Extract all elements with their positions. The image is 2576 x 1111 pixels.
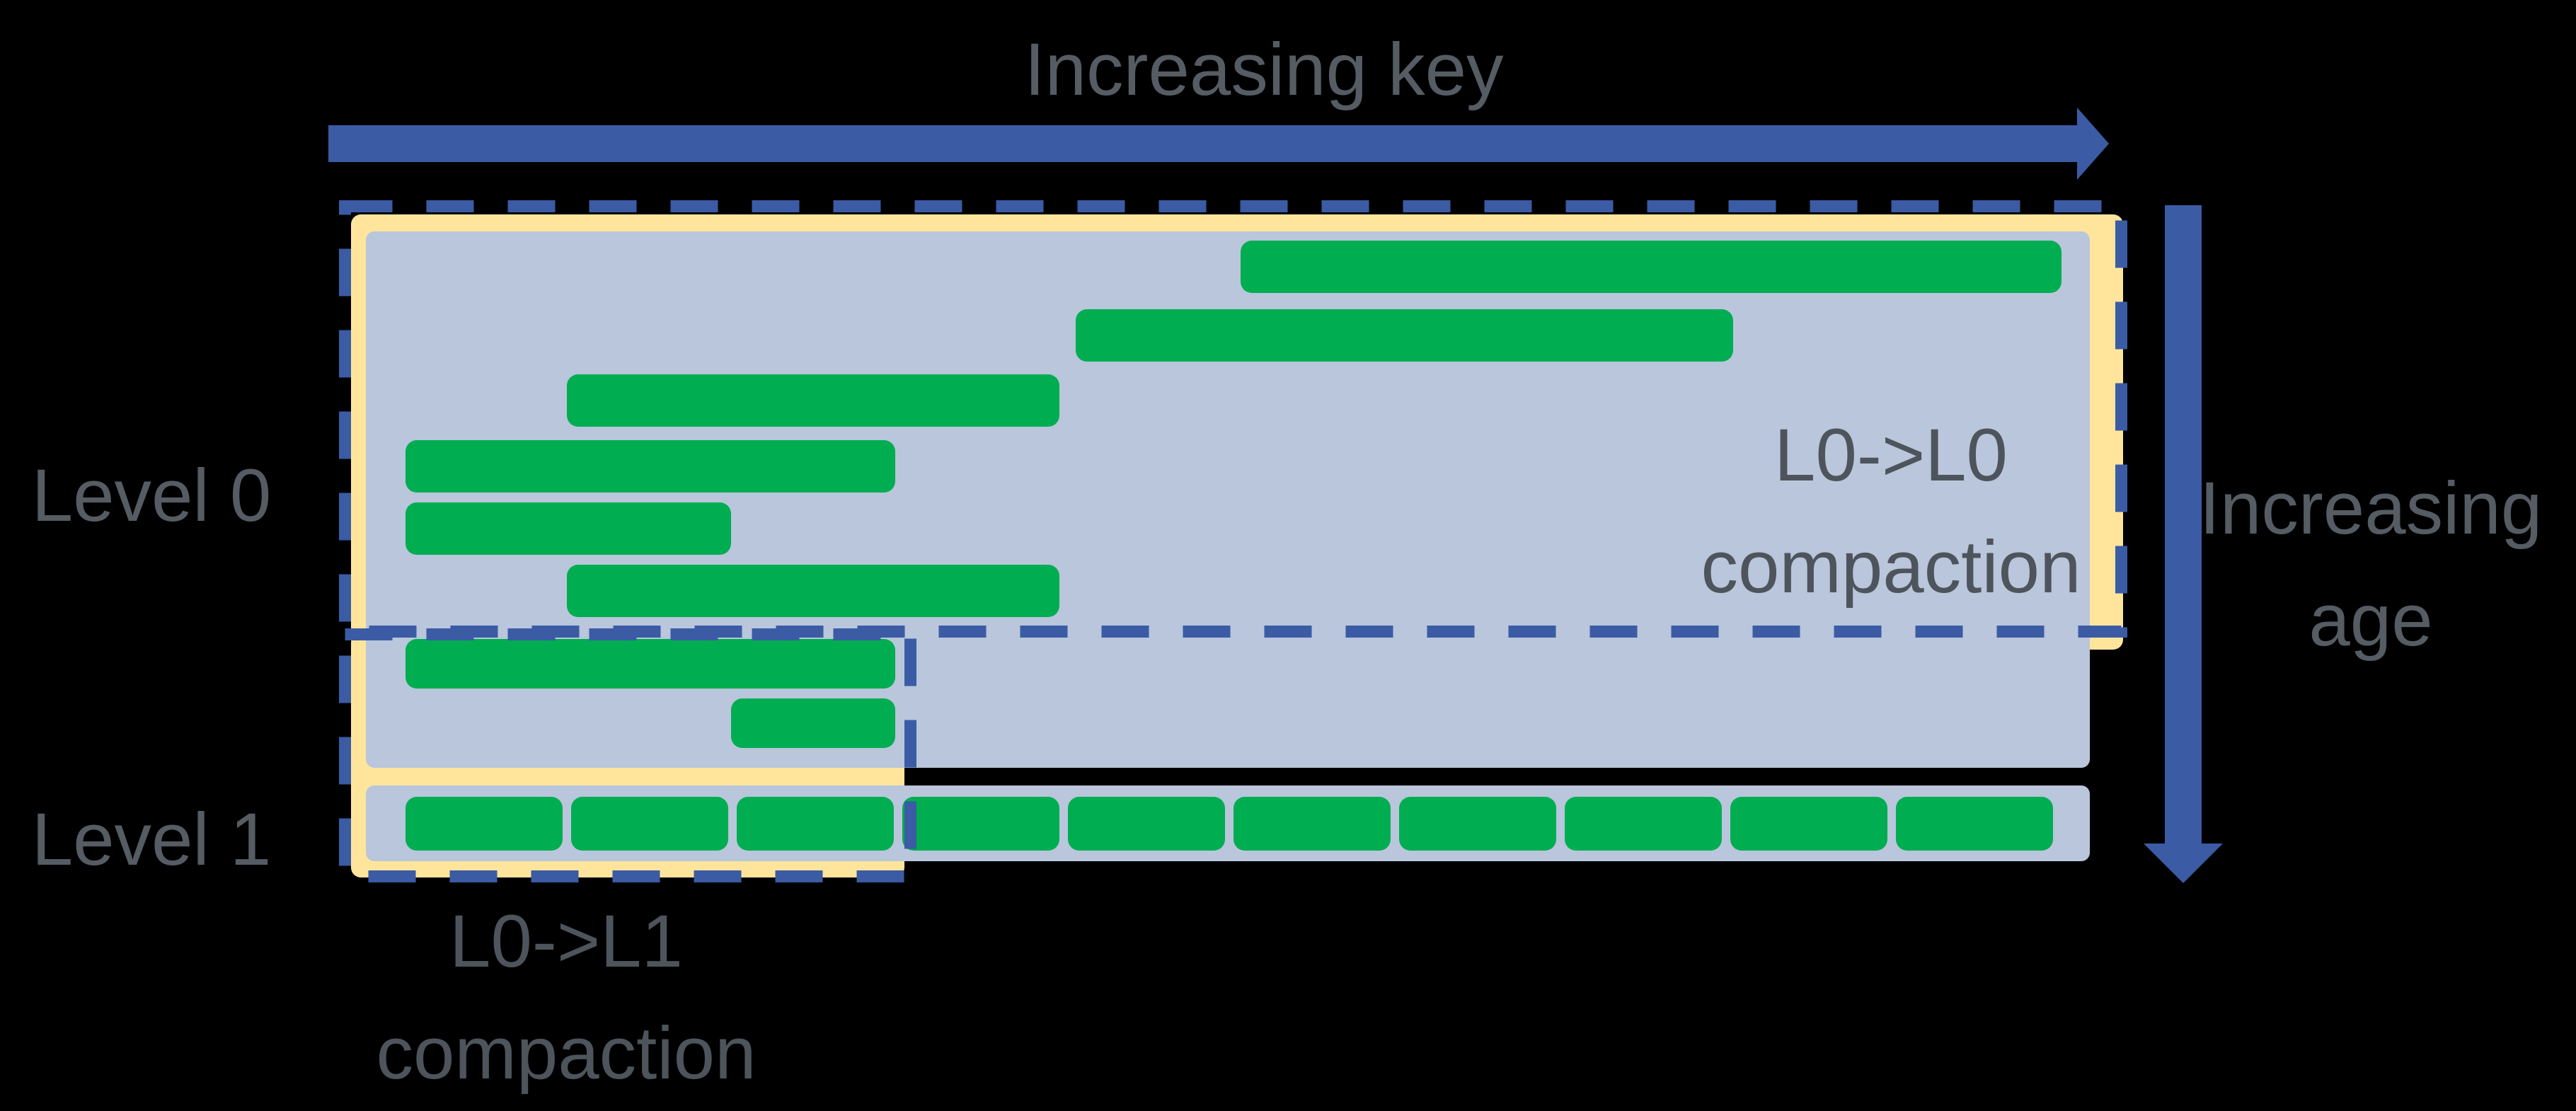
increasing-age-line1: Increasing — [2199, 467, 2543, 550]
level0-sstable-bar — [406, 502, 731, 555]
increasing-age-label: Increasing age — [2200, 453, 2542, 677]
l0-to-l1-annotation-line2: compaction — [376, 1012, 757, 1095]
l0-to-l0-annotation-line2: compaction — [1701, 526, 2081, 609]
level1-sstable-segment — [902, 797, 1059, 851]
level1-sstable-segment — [1896, 797, 2053, 851]
increasing-age-line2: age — [2308, 579, 2433, 662]
level0-sstable-bar — [567, 374, 1059, 427]
level1-sstable-segment — [1068, 797, 1225, 851]
level0-sstable-bar — [1241, 241, 2062, 293]
level0-sstable-bar — [1076, 309, 1733, 362]
increasing-key-label: Increasing key — [1024, 28, 1504, 111]
l0-to-l1-compaction-annotation: L0->L1 compaction — [376, 886, 757, 1110]
level0-sstable-bar — [567, 565, 1059, 617]
level1-sstable-segment — [571, 797, 728, 851]
l0-to-l0-compaction-annotation: L0->L0 compaction — [1701, 400, 2081, 623]
level0-sstable-bar — [731, 698, 895, 748]
level1-sstable-segment — [737, 797, 894, 851]
l0-to-l0-annotation-line1: L0->L0 — [1774, 414, 2008, 497]
level1-sstable-segment — [1399, 797, 1556, 851]
level1-label: Level 1 — [31, 798, 272, 881]
level1-sstable-segment — [1234, 797, 1391, 851]
level0-sstable-bar — [406, 639, 895, 689]
l0-to-l1-annotation-line1: L0->L1 — [449, 900, 683, 983]
level1-sstable-segment — [1730, 797, 1887, 851]
level0-sstable-bar — [406, 440, 895, 493]
level1-sstable-segment — [406, 797, 563, 851]
level1-sstable-segment — [1565, 797, 1722, 851]
level0-label: Level 0 — [31, 454, 272, 537]
